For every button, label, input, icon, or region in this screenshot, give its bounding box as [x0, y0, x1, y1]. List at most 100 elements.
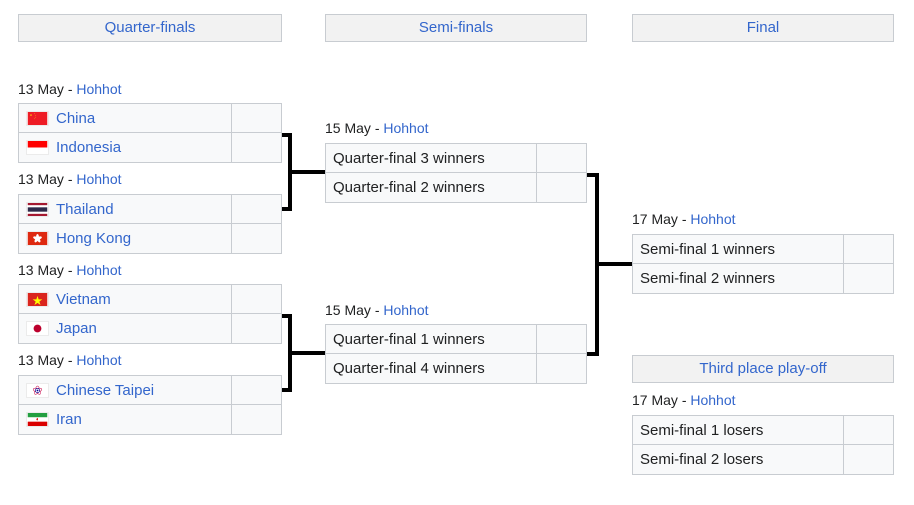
match-date-qf1: 13 May - Hohhot	[18, 80, 122, 98]
team-name[interactable]: China	[56, 109, 96, 127]
team-name[interactable]: Japan	[56, 320, 97, 337]
flag-vietnam-icon	[26, 291, 49, 307]
table-row[interactable]: Semi-final 1 winners	[632, 234, 894, 264]
team-name[interactable]: Indonesia	[56, 139, 122, 156]
match-sf2: Quarter-final 1 winners Quarter-final 4 …	[325, 324, 587, 384]
date-separator: -	[374, 120, 380, 136]
match-venue-link[interactable]: Hohhot	[76, 262, 122, 278]
match-venue-link[interactable]: Hohhot	[76, 352, 122, 368]
score-cell	[231, 314, 281, 343]
round-header-label: Semi-finals	[418, 19, 494, 36]
team-cell: Hong Kong	[19, 224, 232, 253]
score-cell	[843, 445, 893, 474]
table-row[interactable]: Vietnam	[18, 284, 282, 314]
team-name: Quarter-final 4 winners	[333, 360, 485, 377]
match-venue-link[interactable]: Hohhot	[76, 171, 122, 187]
team-cell: Semi-final 1 winners	[633, 235, 844, 263]
flag-china-icon	[26, 110, 49, 126]
date-separator: -	[681, 392, 687, 408]
table-row[interactable]: China	[18, 103, 282, 133]
match-venue-link[interactable]: Hohhot	[690, 211, 736, 227]
match-final: Semi-final 1 winners Semi-final 2 winner…	[632, 234, 894, 294]
team-cell: Semi-final 2 losers	[633, 445, 844, 474]
date-separator: -	[681, 211, 687, 227]
flag-hong-kong-icon	[26, 231, 49, 246]
round-header-label: Quarter-finals	[104, 19, 196, 36]
team-name[interactable]: Chinese Taipei	[56, 381, 155, 399]
connector-sf1-to-final	[587, 173, 599, 177]
team-cell: Chinese Taipei	[19, 376, 232, 404]
team-name: Semi-final 1 winners	[640, 240, 776, 258]
team-cell: Semi-final 1 losers	[633, 416, 844, 444]
match-date-text: 13 May	[18, 262, 64, 278]
match-qf2: Thailand Hong Kong	[18, 194, 282, 254]
table-row[interactable]: Iran	[18, 405, 282, 435]
date-separator: -	[67, 171, 73, 187]
match-date-text: 13 May	[18, 352, 64, 368]
team-name[interactable]: Thailand	[56, 200, 114, 218]
table-row[interactable]: Quarter-final 2 winners	[325, 173, 587, 203]
table-row[interactable]: Japan	[18, 314, 282, 344]
round-header-final[interactable]: Final	[632, 14, 894, 42]
match-qf1: China Indonesia	[18, 103, 282, 163]
team-name: Semi-final 1 losers	[640, 421, 764, 439]
team-name[interactable]: Iran	[56, 411, 82, 428]
match-date-qf2: 13 May - Hohhot	[18, 170, 122, 188]
match-date-third-place: 17 May - Hohhot	[632, 391, 736, 409]
round-header-third-place-playoff[interactable]: Third place play-off	[632, 355, 894, 383]
table-row[interactable]: Semi-final 2 losers	[632, 445, 894, 475]
match-date-text: 13 May	[18, 171, 64, 187]
table-row[interactable]: Quarter-final 3 winners	[325, 143, 587, 173]
table-row[interactable]: Thailand	[18, 194, 282, 224]
team-cell: Iran	[19, 405, 232, 434]
round-header-label: Final	[746, 19, 780, 36]
score-cell	[536, 173, 586, 202]
flag-japan-icon	[26, 321, 49, 336]
score-cell	[231, 405, 281, 434]
team-cell: Vietnam	[19, 285, 232, 313]
match-date-text: 13 May	[18, 81, 64, 97]
team-name: Quarter-final 2 winners	[333, 179, 485, 196]
table-row[interactable]: Indonesia	[18, 133, 282, 163]
score-cell	[231, 224, 281, 253]
table-row[interactable]: Semi-final 2 winners	[632, 264, 894, 294]
team-cell: Quarter-final 1 winners	[326, 325, 537, 353]
table-row[interactable]: Semi-final 1 losers	[632, 415, 894, 445]
connector-qf1-to-sf1	[282, 133, 292, 137]
team-name[interactable]: Vietnam	[56, 290, 111, 308]
match-date-final: 17 May - Hohhot	[632, 210, 736, 228]
match-date-sf2: 15 May - Hohhot	[325, 301, 429, 319]
match-date-qf3: 13 May - Hohhot	[18, 261, 122, 279]
date-separator: -	[67, 352, 73, 368]
table-row[interactable]: Quarter-final 1 winners	[325, 324, 587, 354]
round-header-semi-finals[interactable]: Semi-finals	[325, 14, 587, 42]
team-cell: Thailand	[19, 195, 232, 223]
match-third-place: Semi-final 1 losers Semi-final 2 losers	[632, 415, 894, 475]
team-name[interactable]: Hong Kong	[56, 230, 132, 247]
match-venue-link[interactable]: Hohhot	[76, 81, 122, 97]
score-cell	[231, 104, 281, 132]
match-date-text: 17 May	[632, 211, 678, 227]
match-venue-link[interactable]: Hohhot	[383, 120, 429, 136]
connector-qf4-to-sf2	[282, 388, 292, 392]
score-cell	[231, 195, 281, 223]
table-row[interactable]: Quarter-final 4 winners	[325, 354, 587, 384]
team-cell: Quarter-final 4 winners	[326, 354, 537, 383]
table-row[interactable]: Hong Kong	[18, 224, 282, 254]
score-cell	[536, 325, 586, 353]
team-name: Quarter-final 1 winners	[333, 330, 485, 348]
connector-sf1-stub	[288, 170, 325, 174]
flag-thailand-icon	[26, 201, 49, 217]
connector-sf2-to-final	[587, 352, 599, 356]
match-venue-link[interactable]: Hohhot	[383, 302, 429, 318]
connector-qf2-to-sf1	[282, 207, 292, 211]
round-header-label: Third place play-off	[699, 360, 827, 377]
table-row[interactable]: Chinese Taipei	[18, 375, 282, 405]
match-venue-link[interactable]: Hohhot	[690, 392, 736, 408]
round-header-quarter-finals[interactable]: Quarter-finals	[18, 14, 282, 42]
team-name: Semi-final 2 losers	[640, 451, 764, 468]
team-cell: Japan	[19, 314, 232, 343]
match-sf1: Quarter-final 3 winners Quarter-final 2 …	[325, 143, 587, 203]
score-cell	[536, 144, 586, 172]
